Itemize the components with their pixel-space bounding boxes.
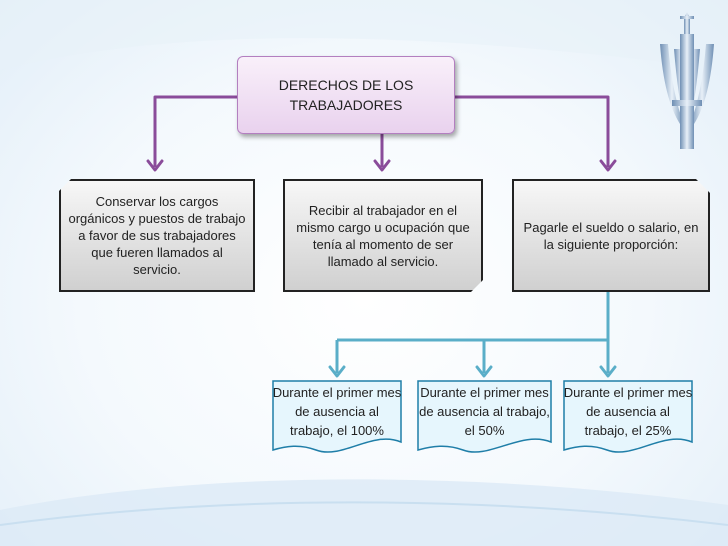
- arrowhead-leaf-3: [599, 365, 617, 378]
- leaf-text-25: Durante el primer mes de ausencia al tra…: [563, 384, 693, 438]
- arrowhead-mid: [373, 159, 391, 172]
- arrowhead-leaf-1: [328, 365, 346, 378]
- arrowhead-left: [146, 159, 164, 172]
- monument-logo: [660, 12, 714, 149]
- root-label: DERECHOS DE LOS TRABAJADORES: [279, 75, 414, 115]
- purple-arrowheads: [146, 159, 617, 172]
- root-node: DERECHOS DE LOS TRABAJADORES: [237, 56, 455, 134]
- leaf-shape-100: [272, 380, 402, 453]
- leaf-text-50: Durante el primer mes de ausencia al tra…: [419, 384, 550, 438]
- leaf-shape-50: [417, 380, 552, 453]
- teal-arrowheads: [328, 365, 617, 378]
- node-conservar-cargos: Conservar los cargos orgánicos y puestos…: [59, 179, 255, 292]
- connector-root-right: [455, 95, 610, 167]
- node-recibir-trabajador-text: Recibir al trabajador en el mismo cargo …: [296, 202, 470, 269]
- node-recibir-trabajador: Recibir al trabajador en el mismo cargo …: [283, 179, 483, 292]
- root-label-line1: DERECHOS DE LOS: [278, 77, 414, 93]
- connector-root-left: [153, 95, 237, 167]
- leaf-text-100: Durante el primer mes de ausencia al tra…: [272, 384, 402, 438]
- root-label-line2: TRABAJADORES: [289, 97, 403, 113]
- node-pagar-sueldo-text: Pagarle el sueldo o salario, en la sigui…: [523, 219, 699, 252]
- teal-connectors: [335, 292, 610, 373]
- purple-connectors: [153, 95, 610, 167]
- arrowhead-leaf-2: [475, 365, 493, 378]
- arrowhead-right: [599, 159, 617, 172]
- leaf-shape-25: [563, 380, 693, 453]
- node-pagar-sueldo: Pagarle el sueldo o salario, en la sigui…: [512, 179, 710, 292]
- node-conservar-cargos-text: Conservar los cargos orgánicos y puestos…: [68, 194, 246, 277]
